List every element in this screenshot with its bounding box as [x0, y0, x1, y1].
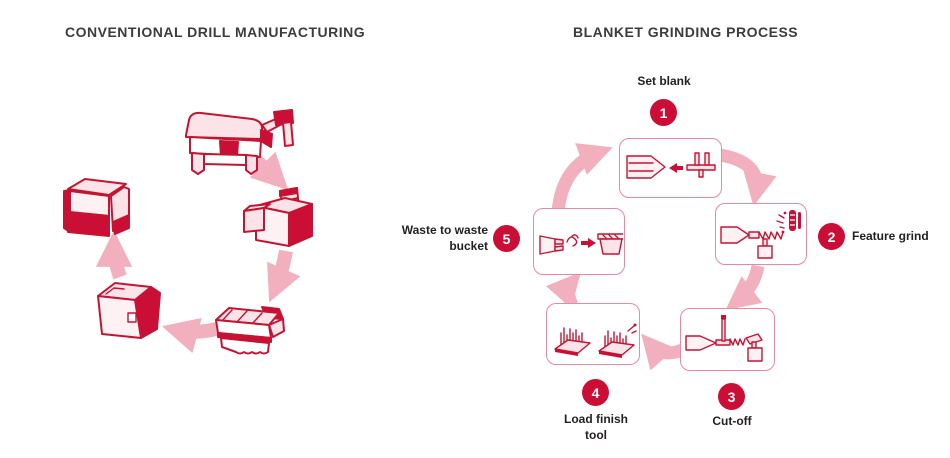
cut-off-icon [685, 315, 763, 362]
conventional-drill-manufacturing-diagram [40, 95, 350, 375]
blanket-grinding-process-diagram: 1 2 3 4 5 Set blank Feature grind Cut-of… [400, 60, 940, 458]
cnc-machine-icon [243, 187, 313, 247]
arrow-left-to-top [95, 230, 133, 280]
waste-bucket-icon [539, 233, 623, 255]
machine-cycle-illustration [63, 109, 313, 355]
right-diagram-title: BLANKET GRINDING PROCESS [573, 24, 799, 40]
arrow-step5-to-step1 [551, 143, 613, 213]
arrow-step1-to-step2 [718, 148, 777, 207]
step-3-box [680, 308, 775, 371]
step-1-box [619, 138, 722, 198]
flute-grinder-machine-icon [215, 306, 285, 355]
step-3-label: Cut-off [712, 414, 752, 428]
step-5-badge: 5 [493, 225, 520, 252]
process-cycle-arrows [545, 143, 777, 371]
arrow-step4-to-step5 [545, 271, 581, 309]
set-blank-icon [626, 152, 716, 179]
step-2-badge: 2 [818, 223, 845, 250]
grinding-machine-icon [185, 109, 294, 175]
step-3-badge: 3 [718, 383, 745, 410]
step-4-badge: 4 [582, 379, 609, 406]
arrow-step3-to-step4 [641, 333, 685, 371]
step-1-label: Set blank [637, 74, 691, 88]
step-4-box [546, 303, 640, 365]
step-2-label: Feature grind [852, 229, 929, 244]
step-5-box [533, 208, 625, 275]
step-2-box [715, 203, 807, 265]
left-diagram-title: CONVENTIONAL DRILL MANUFACTURING [65, 24, 366, 40]
milling-machine-icon [97, 282, 161, 339]
feature-grind-icon [720, 210, 801, 259]
step-5-label: Waste to waste bucket [401, 223, 488, 253]
load-finish-tool-icon [554, 323, 637, 358]
step-1-badge: 1 [650, 99, 677, 126]
arrow-right-to-bottom [267, 249, 301, 303]
step-4-label: Load finish tool [564, 412, 628, 442]
arrow-step2-to-step3 [725, 264, 765, 311]
finishing-machine-icon [63, 178, 130, 237]
